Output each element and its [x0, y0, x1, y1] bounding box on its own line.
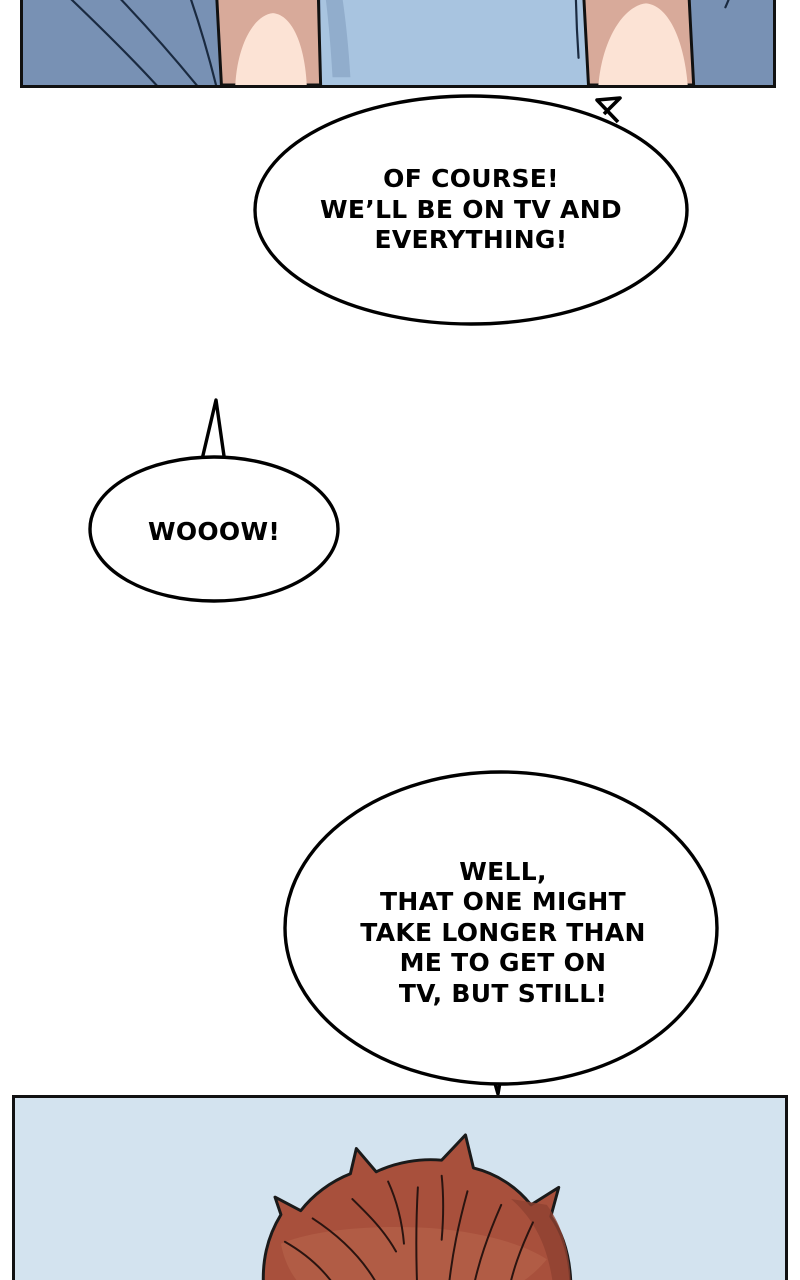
fabric-shadows [325, 0, 351, 78]
fabric-folds [70, 0, 730, 85]
right-hand-highlight [598, 3, 688, 85]
top-panel [20, 0, 776, 88]
bubble-1-shape [253, 94, 689, 326]
bubble-3-body [283, 770, 719, 1086]
bubble-2-shape [88, 398, 340, 603]
bubble-3-shape [283, 770, 719, 1096]
speech-bubble-of-course: OF COURSE! WE’LL BE ON TV AND EVERYTHING… [252, 92, 690, 328]
bubble-2-body [88, 455, 340, 603]
top-panel-art [23, 0, 773, 85]
hair-shadow [511, 1199, 571, 1280]
bubble-1-tail [595, 96, 622, 124]
center-shirt [320, 0, 658, 85]
hair-highlight [280, 1227, 547, 1280]
bubble-1-body [253, 94, 689, 326]
hair-strands [283, 1174, 534, 1280]
speech-bubble-well-that-one: WELL, THAT ONE MIGHT TAKE LONGER THAN ME… [282, 768, 724, 1098]
left-hand-highlight [235, 13, 307, 85]
bottom-panel-art [15, 1098, 785, 1280]
speech-bubble-wooow: WOOOW! [88, 398, 340, 606]
bottom-panel [12, 1095, 788, 1280]
